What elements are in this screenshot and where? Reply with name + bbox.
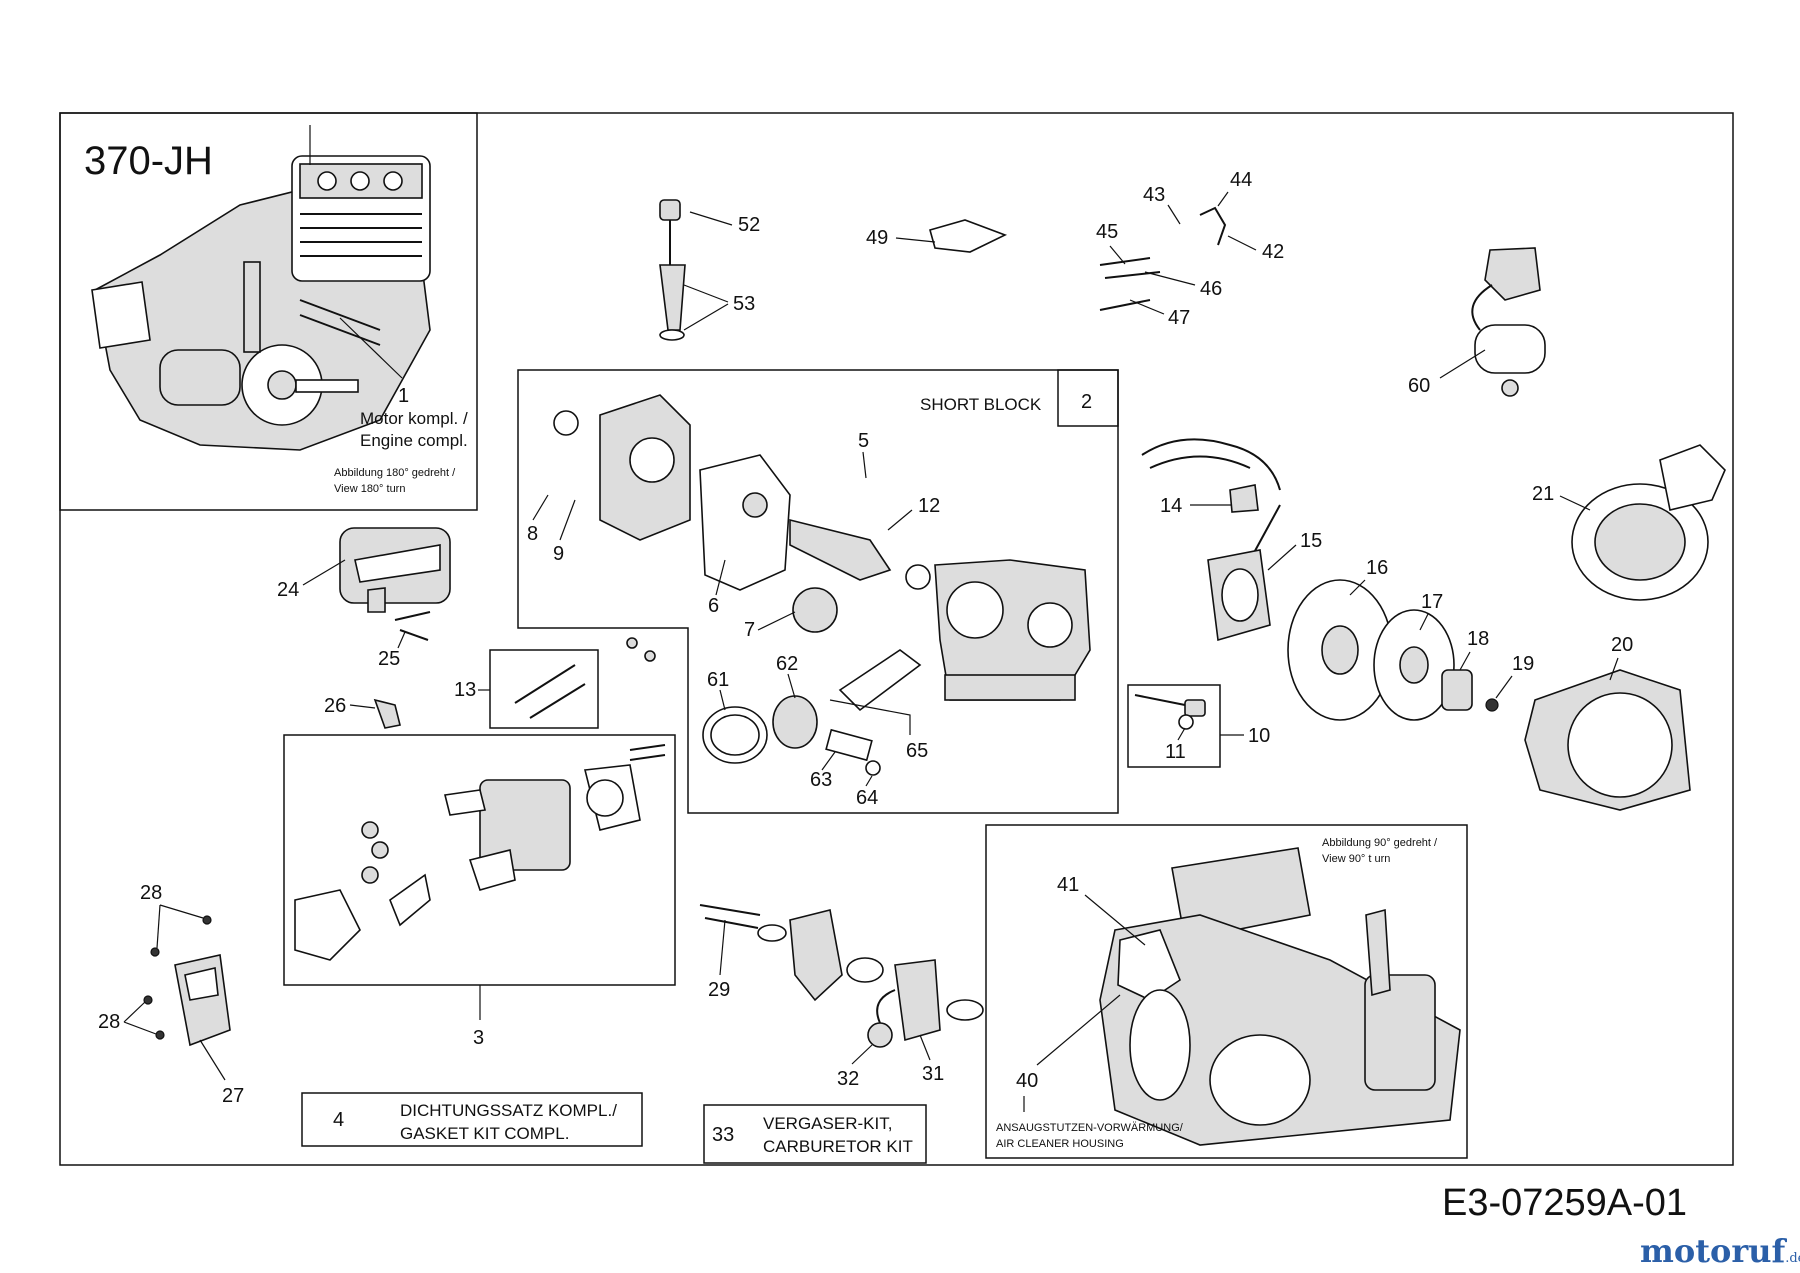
pushrods-group: 13	[454, 637, 656, 729]
carburetor-group: 29 32 31	[699, 904, 984, 1090]
label-gasket-kit-part-no: 4	[333, 1109, 344, 1131]
label-callouts-p64: 64	[856, 787, 878, 809]
label-callouts-p9: 9	[553, 543, 564, 565]
recoil-starter-group: 21	[1532, 444, 1726, 601]
air-cleaner-panel: Abbildung 90° gedreht / View 90° t urn 4…	[985, 824, 1468, 1159]
label-callouts-p46: 46	[1200, 278, 1222, 300]
label-short-block-label: SHORT BLOCK	[920, 395, 1042, 414]
label-callouts-p11: 11	[1165, 741, 1186, 763]
label-callouts-p63: 63	[810, 769, 832, 791]
label-carb-kit-part-no: 33	[712, 1124, 734, 1146]
gasket-kit-box: 4 DICHTUNGSSATZ KOMPL./ GASKET KIT COMPL…	[301, 1092, 643, 1147]
label-callouts-p18: 18	[1467, 628, 1489, 650]
label-air-box-note-de: Abbildung 90° gedreht /	[1322, 837, 1438, 849]
label-callouts-p6: 6	[708, 595, 719, 617]
fuel-shutoff-group: 49	[866, 219, 1008, 253]
label-callouts-p53: 53	[733, 293, 755, 315]
label-engine-box-label-en: Engine compl.	[360, 431, 468, 450]
label-carb-kit-label-de: VERGASER-KIT,	[763, 1114, 892, 1133]
label-callouts-p27: 27	[222, 1085, 244, 1107]
label-callouts-p5: 5	[858, 430, 869, 452]
label-callouts-p42: 42	[1262, 241, 1284, 263]
label-callouts-p8: 8	[527, 523, 538, 545]
cylinder-head-panel: 3	[283, 734, 676, 1049]
logo-name: motoruf	[1640, 1232, 1786, 1270]
label-air-box-note-en: View 90° t urn	[1322, 853, 1390, 865]
spark-plug-group: 26	[324, 695, 401, 729]
logo-suffix: .de	[1785, 1251, 1800, 1266]
label-callouts-p44: 44	[1230, 169, 1252, 191]
label-callouts-p65: 65	[906, 740, 928, 762]
label-callouts-p16: 16	[1366, 557, 1388, 579]
label-callouts-p12: 12	[918, 495, 940, 517]
label-callouts-p15: 15	[1300, 530, 1322, 552]
label-callouts-p20: 20	[1611, 634, 1633, 656]
ignition-coil-group: 14	[1141, 438, 1281, 561]
label-callouts-p60: 60	[1408, 375, 1430, 397]
label-callouts-p19: 19	[1512, 653, 1534, 675]
label-engine-box-note-en: View 180° turn	[334, 483, 405, 495]
engine-complete-panel: 370-JH 1 Motor kompl. / Engine compl. Ab…	[59, 112, 478, 511]
label-callouts-p25: 25	[378, 648, 400, 670]
muffler-group: 24 25	[277, 527, 451, 670]
motoruf-logo: motoruf.de	[1640, 1232, 1800, 1270]
diagram-frame	[59, 112, 1734, 1166]
label-engine-box-note-de: Abbildung 180° gedreht /	[334, 467, 456, 479]
oil-dipstick-group: 52 53	[659, 199, 760, 341]
label-callouts-p45: 45	[1096, 221, 1118, 243]
label-callouts-p47: 47	[1168, 307, 1190, 329]
electric-starter-group: 60	[1408, 247, 1546, 397]
label-callouts-p7: 7	[744, 619, 755, 641]
label-air-box-label-en: AIR CLEANER HOUSING	[996, 1138, 1124, 1150]
label-callouts-p3: 3	[473, 1027, 484, 1049]
short-block-panel: SHORT BLOCK 2 5 12 6 7 8	[517, 369, 1119, 814]
label-callouts-p32: 32	[837, 1068, 859, 1090]
diagram-title: 370-JH	[84, 139, 213, 183]
label-callouts-p31: 31	[922, 1063, 944, 1085]
label-callouts-p24: 24	[277, 579, 299, 601]
label-callouts-p61: 61	[707, 669, 729, 691]
label-air-box-label-de: ANSAUGSTUTZEN-VORWÄRMUNG/	[996, 1122, 1184, 1134]
label-callouts-p52: 52	[738, 214, 760, 236]
label-gasket-kit-label-de: DICHTUNGSSATZ KOMPL./	[400, 1101, 617, 1120]
label-gasket-kit-label-en: GASKET KIT COMPL.	[400, 1124, 569, 1143]
label-callouts-p10: 10	[1248, 725, 1270, 747]
throttle-linkage-group: 43 44 42 45 46 47	[1096, 169, 1284, 329]
carburetor-kit-box: 33 VERGASER-KIT, CARBURETOR KIT	[703, 1104, 927, 1164]
label-callouts-p41: 41	[1057, 874, 1079, 896]
flywheel-group: 15 16 17 18 19	[1207, 530, 1534, 721]
governor-shaft-group: 11 10	[1127, 684, 1270, 768]
engine-illustration	[91, 125, 431, 451]
label-carb-kit-label-en: CARBURETOR KIT	[763, 1137, 913, 1156]
label-callouts-p13: 13	[454, 679, 476, 701]
label-callouts-p49: 49	[866, 227, 888, 249]
label-engine-box-part-no: 1	[398, 385, 409, 407]
label-callouts-p40: 40	[1016, 1070, 1038, 1092]
label-callouts-p62: 62	[776, 653, 798, 675]
label-callouts-p21: 21	[1532, 483, 1554, 505]
blower-housing-group: 20	[1524, 634, 1691, 811]
label-callouts-p26: 26	[324, 695, 346, 717]
label-callouts-p29: 29	[708, 979, 730, 1001]
label-short-block-part-no: 2	[1081, 391, 1092, 413]
valve-cover-group: 28 28 27	[98, 882, 244, 1107]
label-callouts-p14: 14	[1160, 495, 1182, 517]
label-callouts-p28b: 28	[98, 1011, 120, 1033]
label-callouts-p17: 17	[1421, 591, 1443, 613]
label-callouts-p28a: 28	[140, 882, 162, 904]
label-callouts-p43: 43	[1143, 184, 1165, 206]
label-engine-box-label-de: Motor kompl. /	[360, 409, 468, 428]
drawing-code: E3-07259A-01	[1442, 1182, 1687, 1224]
